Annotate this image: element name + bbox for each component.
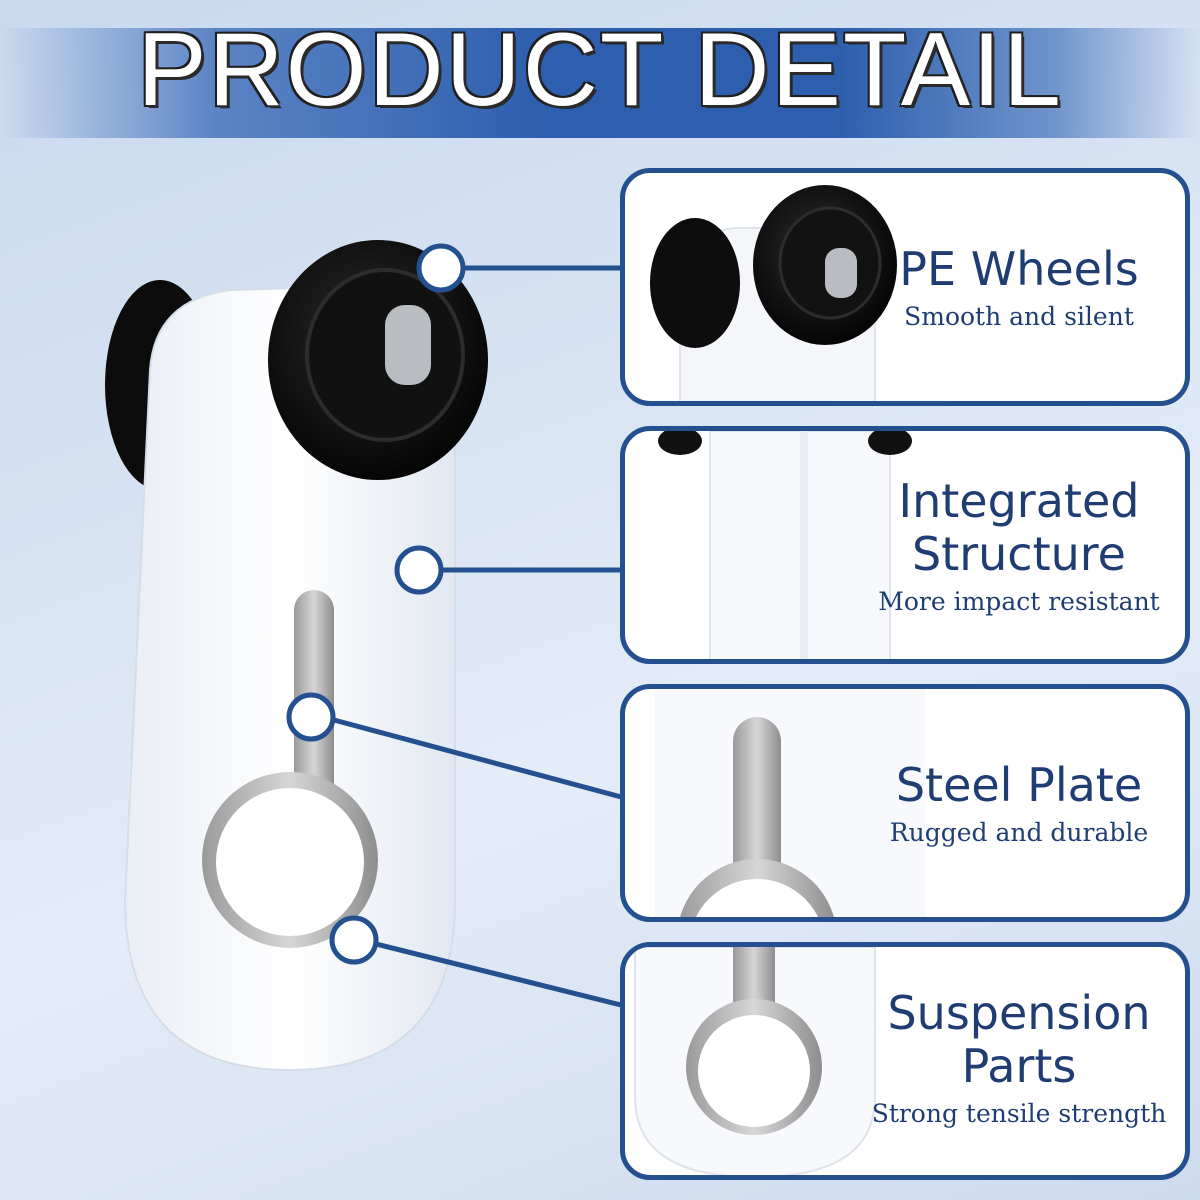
leader-line-steel — [333, 717, 626, 801]
page-title: PRODUCT DETAIL — [137, 12, 1063, 128]
feature-name-line-1: Suspension — [887, 986, 1151, 1040]
suspension-hole — [216, 788, 364, 936]
callout-steel-plate: Steel Plate Rugged and durable — [620, 684, 1190, 922]
callout-suspension-parts: Suspension Parts Strong tensile strength — [620, 942, 1190, 1180]
title-banner — [0, 28, 1200, 138]
detail-image-structure — [658, 431, 912, 659]
feature-name: Steel Plate — [895, 758, 1143, 812]
marker-dot-steel — [286, 692, 336, 742]
feature-description: Rugged and durable — [889, 817, 1149, 847]
feature-description: Smooth and silent — [904, 301, 1134, 331]
detail-image-steel — [655, 689, 925, 917]
callout-integrated-structure: Integrated Structure More impact resista… — [620, 426, 1190, 664]
feature-name-line-2: Parts — [961, 1038, 1077, 1093]
feature-name-line-1: Integrated — [898, 474, 1140, 528]
detail-image-suspension — [634, 947, 876, 1175]
feature-name: PE Wheels — [899, 242, 1139, 296]
marker-dot-suspension — [329, 915, 379, 965]
callout-pe-wheels: PE Wheels Smooth and silent — [620, 168, 1190, 406]
feature-description: Strong tensile strength — [871, 1098, 1167, 1128]
detail-image-wheels — [650, 185, 897, 401]
feature-description: More impact resistant — [878, 586, 1160, 616]
leader-line-suspension — [375, 941, 626, 1009]
marker-dot-wheels — [416, 243, 466, 293]
axle-pin — [385, 305, 431, 385]
marker-dot-structure — [394, 545, 444, 595]
feature-name-line-2: Structure — [912, 526, 1126, 581]
